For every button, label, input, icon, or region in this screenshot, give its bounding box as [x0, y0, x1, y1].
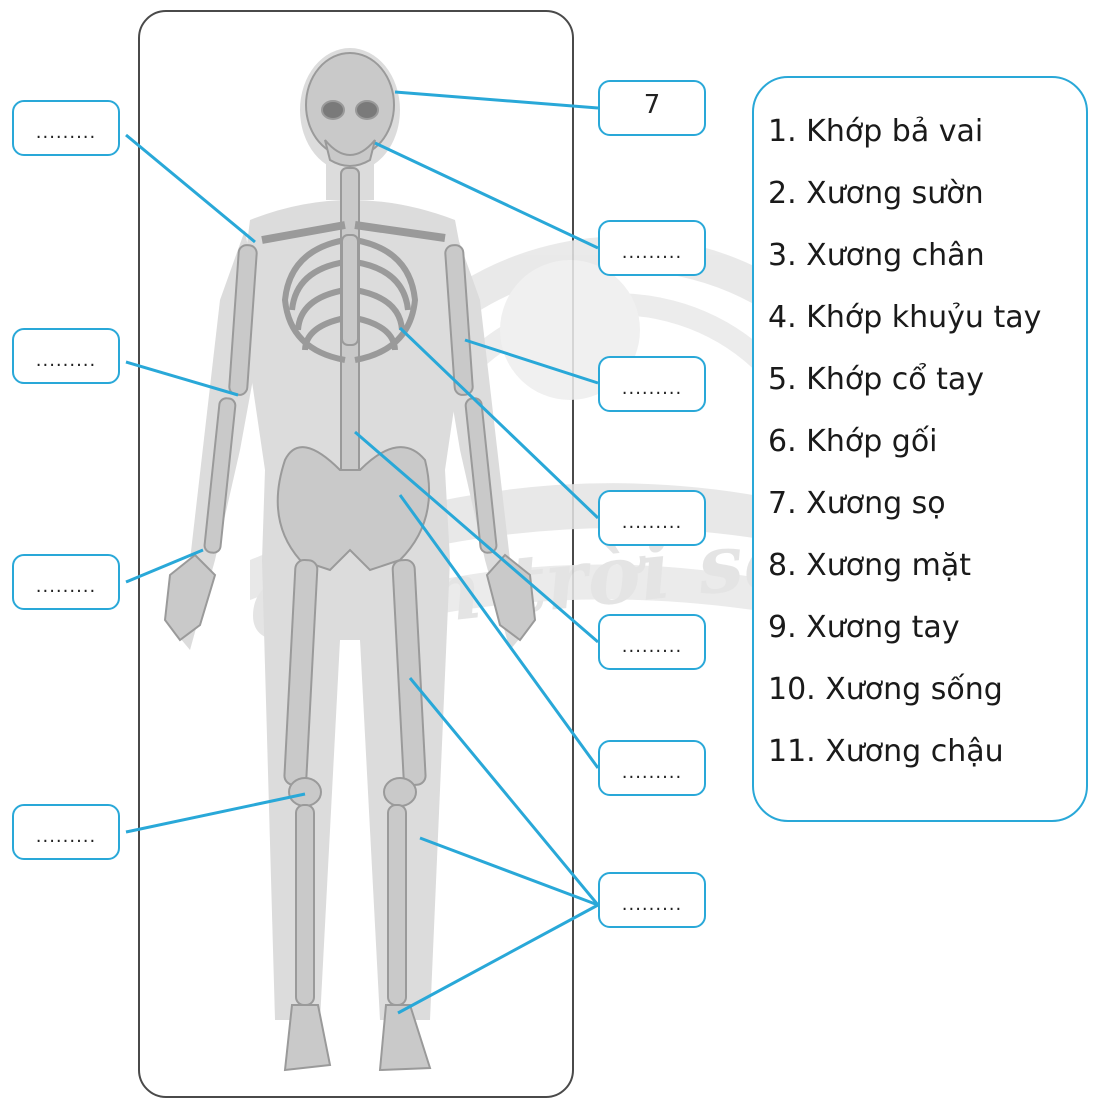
- knee-left: [289, 778, 321, 806]
- legend-item: 5. Khớp cổ tay: [768, 362, 984, 398]
- label-box-leg-bone[interactable]: .........: [598, 872, 706, 928]
- legend-item: 11. Xương chậu: [768, 734, 1004, 770]
- label-box-face[interactable]: .........: [598, 220, 706, 276]
- label-box-knee[interactable]: .........: [12, 804, 120, 860]
- label-box-ribs[interactable]: .........: [598, 490, 706, 546]
- hand-left: [165, 555, 215, 640]
- connector-skull: [395, 92, 598, 108]
- label-box-wrist[interactable]: .........: [12, 554, 120, 610]
- label-box-arm-bone[interactable]: .........: [598, 356, 706, 412]
- label-box-skull[interactable]: 7: [598, 80, 706, 136]
- skull: [306, 53, 394, 157]
- tibia-right: [388, 805, 406, 1005]
- label-box-elbow[interactable]: .........: [12, 328, 120, 384]
- legend-item: 10. Xương sống: [768, 672, 1003, 708]
- knee-right: [384, 778, 416, 806]
- legend-item: 8. Xương mặt: [768, 548, 971, 584]
- foot-left: [285, 1005, 330, 1070]
- label-box-shoulder-joint[interactable]: .........: [12, 100, 120, 156]
- sternum: [342, 235, 358, 345]
- legend-item: 1. Khớp bả vai: [768, 114, 983, 150]
- legend-item: 2. Xương sườn: [768, 176, 984, 212]
- label-box-pelvis[interactable]: .........: [598, 740, 706, 796]
- eye-socket-right: [356, 101, 378, 119]
- legend-item: 3. Xương chân: [768, 238, 985, 274]
- legend-item: 7. Xương sọ: [768, 486, 946, 522]
- eye-socket-left: [322, 101, 344, 119]
- label-box-spine[interactable]: .........: [598, 614, 706, 670]
- legend-item: 9. Xương tay: [768, 610, 960, 646]
- connector-shoulder: [126, 135, 255, 242]
- legend-item: 6. Khớp gối: [768, 424, 938, 460]
- legend-item: 4. Khớp khuỷu tay: [768, 300, 1041, 336]
- tibia-left: [296, 805, 314, 1005]
